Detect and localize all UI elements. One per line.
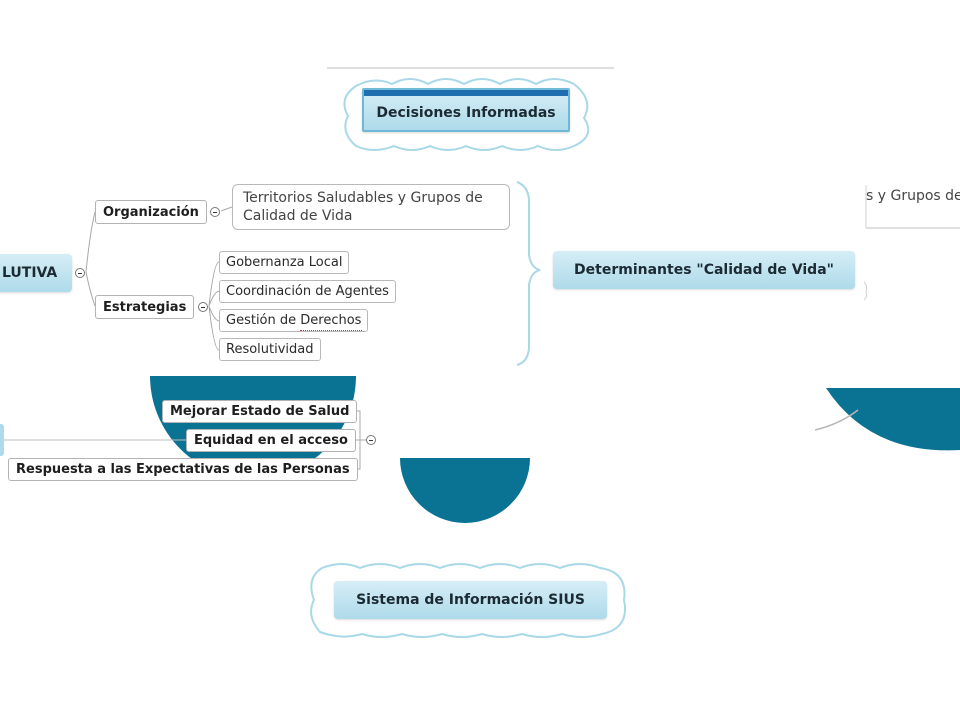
leaf-coordinacion[interactable]: Coordinación de Agentes <box>219 280 396 303</box>
branch-organizacion[interactable]: Organización <box>95 200 207 224</box>
collapse-toggle-organizacion[interactable] <box>210 207 220 217</box>
teal-arc-center <box>400 458 530 523</box>
branch-organizacion-label: Organización <box>103 204 199 220</box>
collapse-toggle-objectives[interactable] <box>366 435 376 445</box>
objective-equidad-label: Equidad en el acceso <box>194 433 348 448</box>
leaf-gestion-label: Gestión de Derechos <box>226 313 362 328</box>
collapse-toggle-estrategias[interactable] <box>198 302 208 312</box>
node-titlebar <box>364 90 568 96</box>
left-edge-node-fragment <box>0 424 4 456</box>
connector-root-to-branches <box>85 211 96 307</box>
objective-respuesta[interactable]: Respuesta a las Expectativas de las Pers… <box>8 458 358 481</box>
objective-mejorar[interactable]: Mejorar Estado de Salud <box>162 400 358 423</box>
leaf-gobernanza-label: Gobernanza Local <box>226 255 343 270</box>
leaf-gestion[interactable]: Gestión de Derechos <box>219 309 369 332</box>
branch-estrategias-label: Estrategias <box>103 299 187 315</box>
leaf-territorios-line2: Calidad de Vida <box>243 208 353 224</box>
leaf-territorios-line1: Territorios Saludables y Grupos de <box>243 190 483 206</box>
node-determinantes-label: Determinantes "Calidad de Vida" <box>574 262 834 278</box>
leaf-gobernanza[interactable]: Gobernanza Local <box>219 251 350 274</box>
objective-respuesta-label: Respuesta a las Expectativas de las Pers… <box>16 462 350 477</box>
objective-mejorar-label: Mejorar Estado de Salud <box>170 404 350 419</box>
node-determinantes[interactable]: Determinantes "Calidad de Vida" <box>553 251 855 289</box>
node-sistema-label: Sistema de Información SIUS <box>356 592 585 608</box>
connector-gray-right <box>814 409 859 431</box>
node-left-root-label: LUTIVA <box>2 265 58 281</box>
leaf-territorios[interactable]: Territorios Saludables y Grupos de Calid… <box>232 184 510 230</box>
node-left-root[interactable]: LUTIVA <box>0 254 72 292</box>
right-fragment-text: s y Grupos de <box>866 188 960 204</box>
connector-estrategias-leaves <box>208 261 220 351</box>
objective-equidad[interactable]: Equidad en el acceso <box>186 429 356 452</box>
collapse-toggle-root[interactable] <box>75 268 85 278</box>
node-sistema-informacion[interactable]: Sistema de Información SIUS <box>334 581 607 619</box>
leaf-resolutividad[interactable]: Resolutividad <box>219 338 321 361</box>
connector-organizacion-leaf <box>220 206 233 212</box>
branch-estrategias[interactable]: Estrategias <box>95 295 195 319</box>
teal-circle-right <box>826 388 960 451</box>
leaf-resolutividad-label: Resolutividad <box>226 342 314 357</box>
node-decisiones-label: Decisiones Informadas <box>376 105 556 121</box>
node-decisiones-informadas[interactable]: Decisiones Informadas <box>362 88 570 132</box>
fragment-brace-small <box>863 281 868 301</box>
leaf-coordinacion-label: Coordinación de Agentes <box>226 284 389 299</box>
group-brace <box>516 181 541 366</box>
spellcheck-underline <box>300 327 362 331</box>
